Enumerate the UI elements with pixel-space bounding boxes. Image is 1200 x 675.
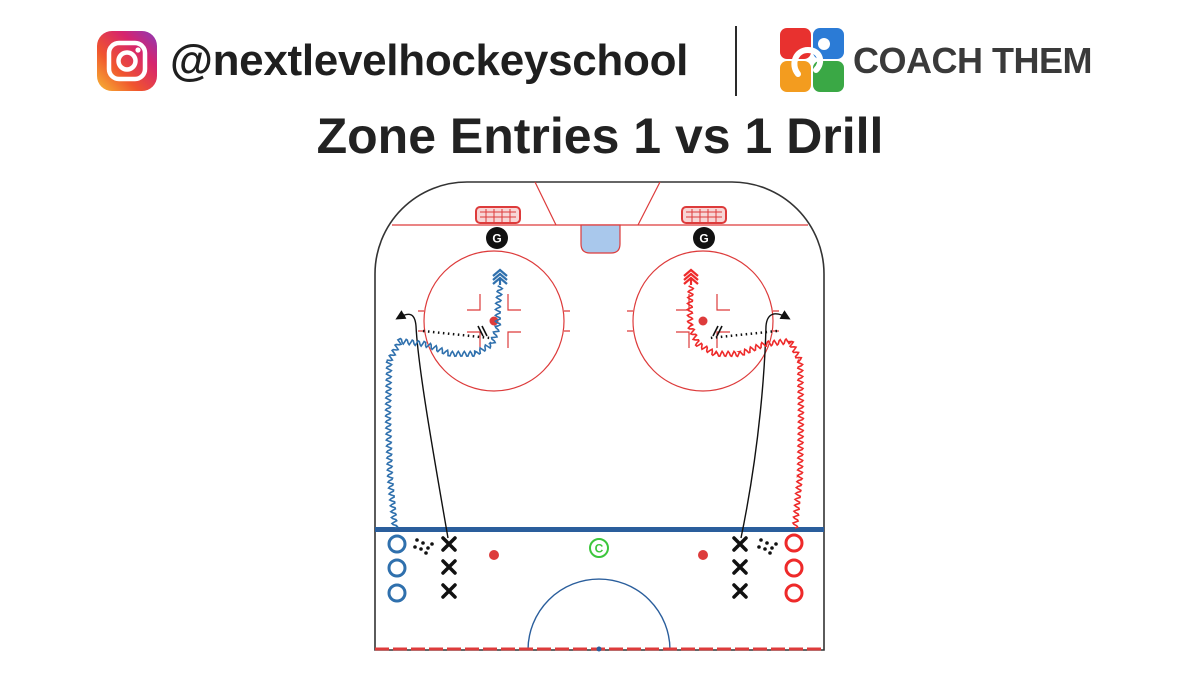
defender-line-left	[441, 536, 457, 599]
goal-crease	[580, 224, 621, 254]
header-divider	[735, 26, 737, 96]
svg-text:G: G	[492, 232, 501, 246]
center-circle	[527, 578, 671, 651]
coach-them-logo[interactable]	[780, 28, 844, 92]
goalie-right: G	[693, 227, 715, 249]
drill-title: Zone Entries 1 vs 1 Drill	[316, 108, 884, 164]
neutral-dot-left	[489, 550, 499, 560]
defender-route-right	[740, 310, 791, 539]
defender-line-right	[732, 536, 748, 599]
net-left	[475, 206, 521, 224]
instagram-icon[interactable]	[97, 31, 157, 91]
pass-stop-left	[477, 325, 488, 337]
red-carrier-route	[686, 285, 805, 529]
shot-arrow-blue	[492, 268, 508, 285]
boundary-line-left	[534, 181, 557, 226]
shot-arrow-red	[683, 268, 699, 285]
goalie-left: G	[486, 227, 508, 249]
header: @nextlevelhockeyschool COACH THEM	[0, 26, 1200, 96]
boundary-line-right	[637, 181, 661, 226]
blue-line	[375, 527, 824, 532]
red-forward-line	[784, 533, 804, 603]
blue-forward-line	[387, 534, 407, 603]
hockey-rink-diagram: G G C	[370, 176, 830, 656]
svg-text:C: C	[595, 542, 604, 556]
center-dot	[596, 646, 602, 652]
puck-pile-left	[413, 538, 434, 555]
defender-route-left	[395, 310, 449, 539]
blue-carrier-route	[384, 285, 504, 529]
net-right	[681, 206, 727, 224]
pass-line-left	[422, 329, 491, 340]
coach-them-wordmark[interactable]: COACH THEM	[853, 40, 1092, 81]
rink-boards	[374, 181, 825, 651]
coach-marker: C	[589, 538, 609, 558]
pass-stop-right	[712, 325, 723, 337]
puck-pile-right	[757, 538, 778, 555]
neutral-dot-right	[698, 550, 708, 560]
svg-text:G: G	[699, 232, 708, 246]
instagram-handle[interactable]: @nextlevelhockeyschool	[170, 36, 689, 85]
faceoff-circle-left	[418, 250, 570, 392]
